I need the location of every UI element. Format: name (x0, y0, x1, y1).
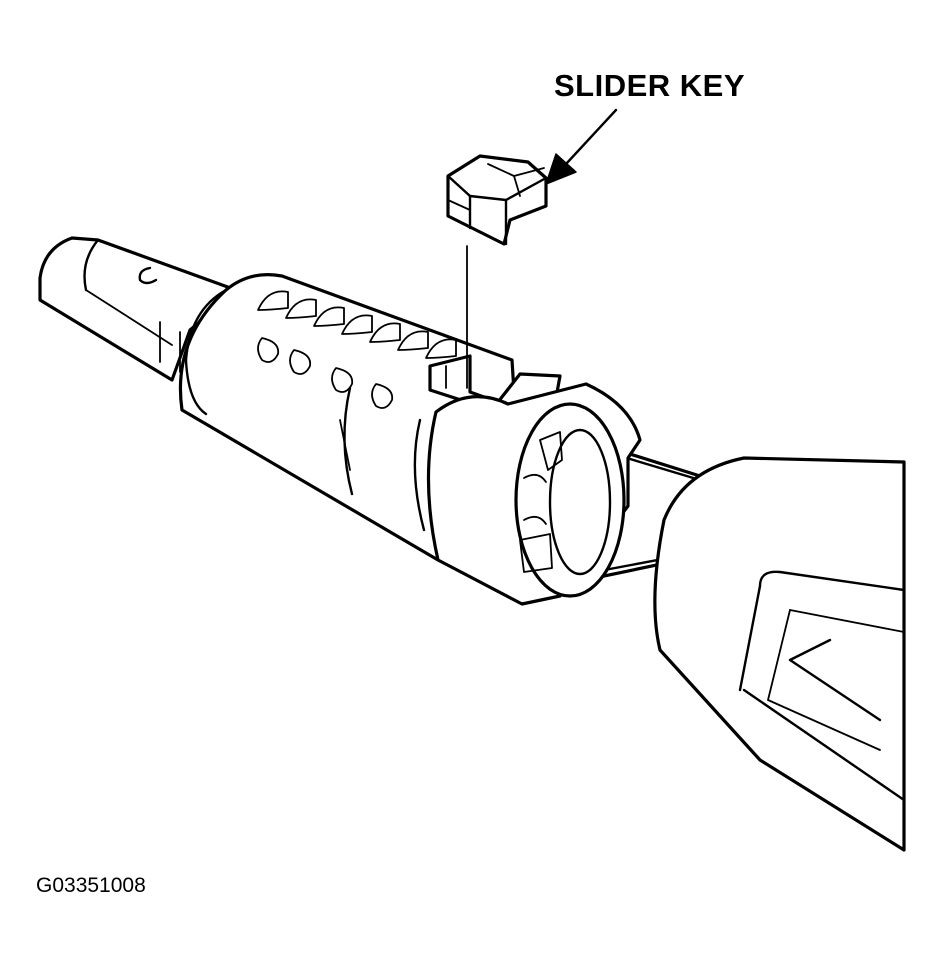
slider-key-part (446, 154, 548, 246)
slider-key-label: SLIDER KEY (554, 68, 746, 103)
front-ring (426, 382, 642, 606)
figure-id: G03351008 (36, 874, 146, 897)
leader-arrow (545, 108, 618, 185)
handle-housing (653, 456, 906, 852)
